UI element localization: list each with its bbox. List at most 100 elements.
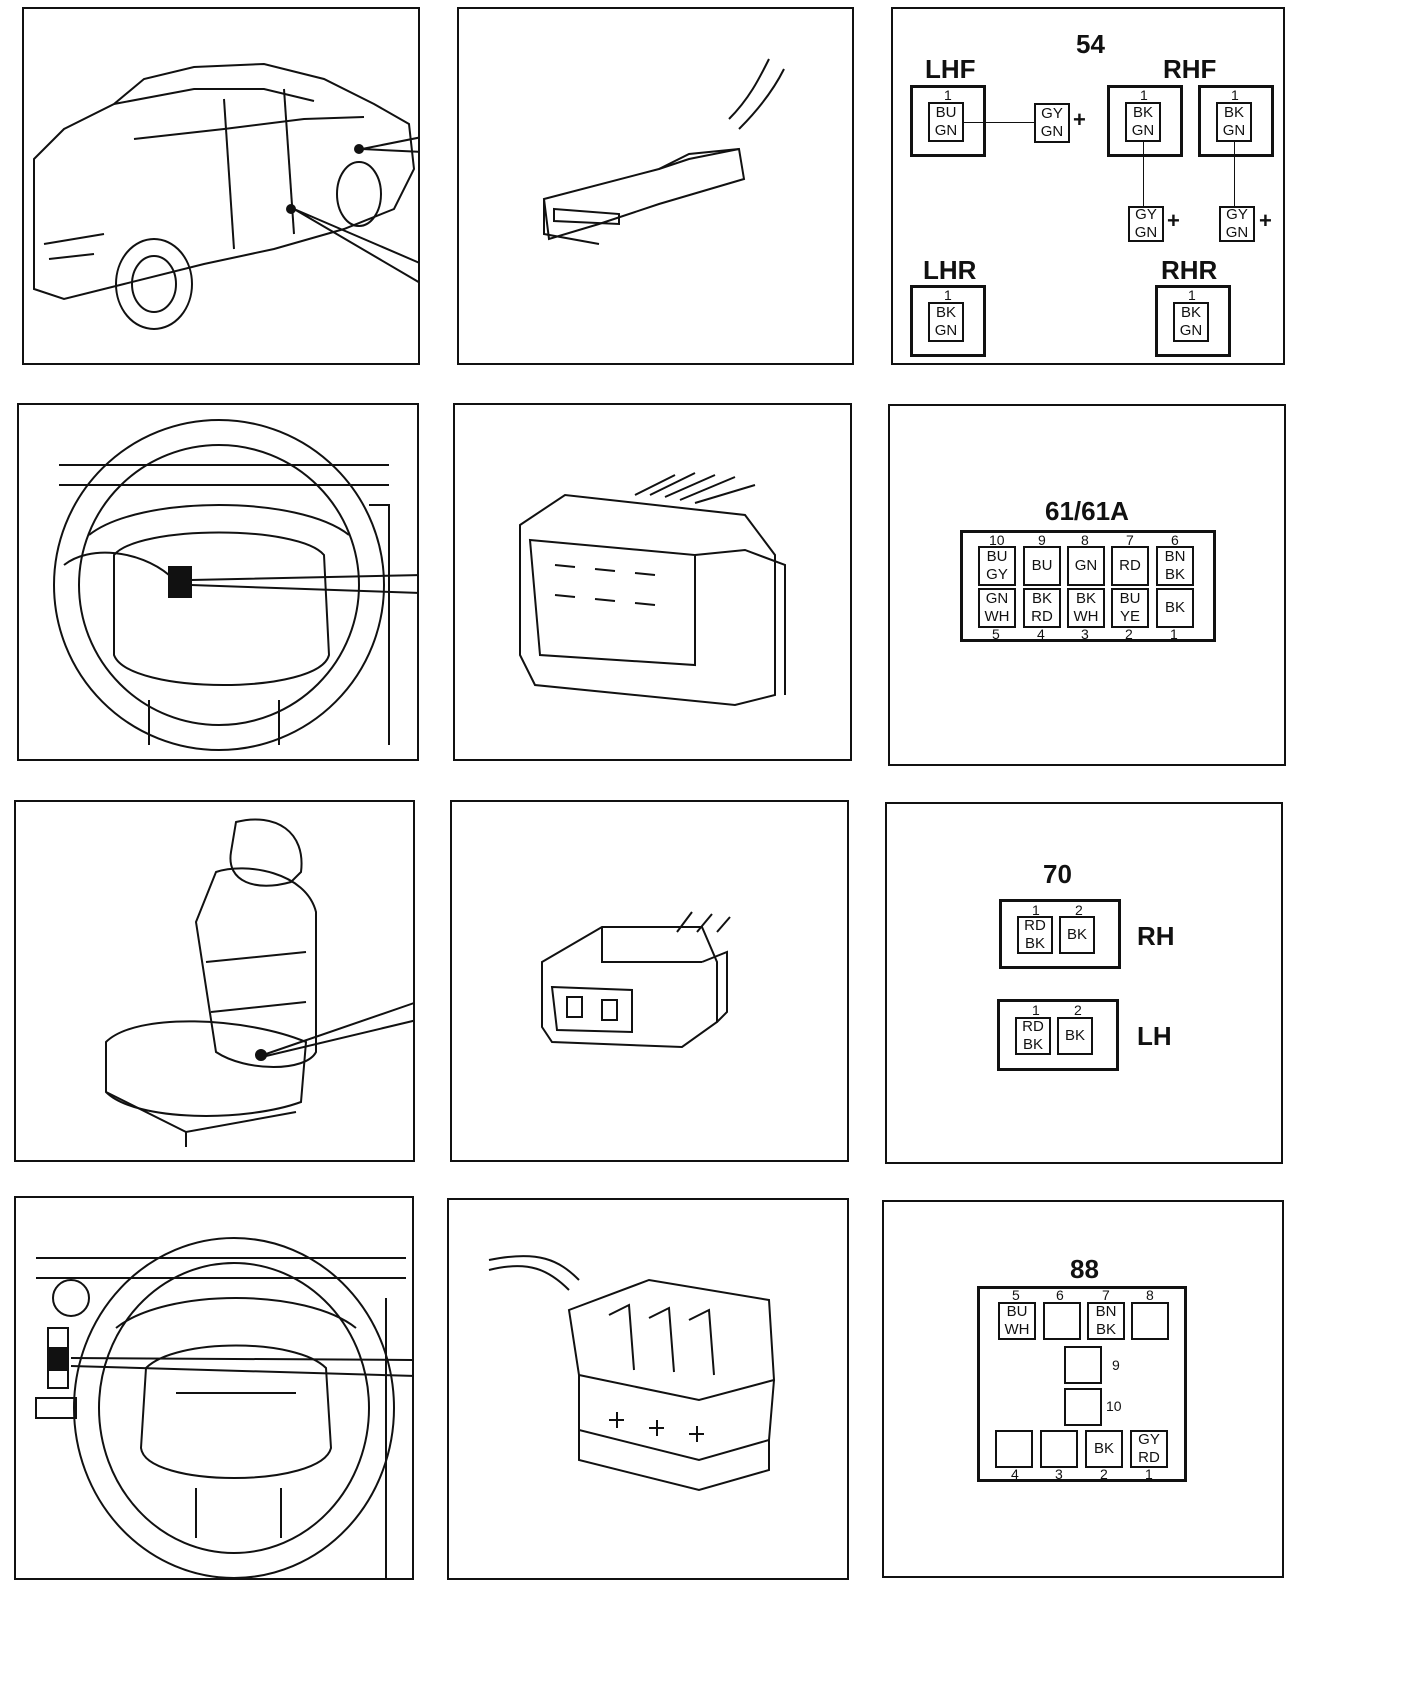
pin-number: 1 bbox=[944, 87, 952, 103]
pin-number: 7 bbox=[1102, 1287, 1110, 1303]
dashboard-connector-panel bbox=[447, 1198, 849, 1580]
pin-number: 1 bbox=[1140, 87, 1148, 103]
pin-2-cell: BK bbox=[1085, 1430, 1123, 1468]
pin-number: 1 bbox=[1032, 902, 1040, 918]
pin-number: 6 bbox=[1171, 532, 1179, 548]
pin-cell: BK bbox=[1059, 916, 1095, 954]
pin-number: 2 bbox=[1074, 1002, 1082, 1018]
seat-illustration bbox=[105, 818, 413, 1147]
pin-number: 8 bbox=[1146, 1287, 1154, 1303]
wire-line bbox=[964, 122, 1034, 123]
lhf-connector bbox=[910, 85, 986, 157]
lhf-label: LHF bbox=[925, 54, 976, 84]
pin-cell: BK bbox=[1057, 1017, 1093, 1055]
pin-8-cell bbox=[1131, 1302, 1169, 1340]
rhf-connector-b bbox=[1198, 85, 1274, 157]
connector-title: 88 bbox=[1070, 1254, 1099, 1284]
car-door-location-panel bbox=[22, 7, 420, 365]
rhf-connector-a bbox=[1107, 85, 1183, 157]
rhf-label: RHF bbox=[1163, 54, 1217, 84]
connector-title: 54 bbox=[1076, 29, 1105, 59]
two-pin-connector-drawing bbox=[541, 911, 731, 1049]
lhr-label: LHR bbox=[923, 255, 977, 285]
steering-wheel-location-panel bbox=[17, 403, 419, 761]
steering-wheel-illustration bbox=[53, 419, 417, 751]
pin-number: 3 bbox=[1081, 626, 1089, 642]
connector-title: 70 bbox=[1043, 859, 1072, 889]
pin-number: 10 bbox=[989, 532, 1005, 548]
pin-number: 9 bbox=[1038, 532, 1046, 548]
steering-connector-panel bbox=[453, 403, 852, 761]
plus-sign: + bbox=[1073, 107, 1086, 132]
connector-title: 61/61A bbox=[1045, 496, 1129, 526]
single-pin-connector-drawing bbox=[542, 58, 785, 245]
pin-cell: BU bbox=[1023, 546, 1061, 586]
pin-number: 3 bbox=[1055, 1466, 1063, 1482]
stacked-connector-drawing bbox=[488, 1255, 776, 1492]
pin-number: 1 bbox=[1032, 1002, 1040, 1018]
rh-label: RH bbox=[1137, 921, 1175, 951]
dashboard-location-panel bbox=[14, 1196, 414, 1580]
pin-number: 4 bbox=[1037, 626, 1045, 642]
pin-cell: BK bbox=[1156, 588, 1194, 628]
pin-number: 6 bbox=[1056, 1287, 1064, 1303]
pin-number: 5 bbox=[992, 626, 1000, 642]
pin-number: 1 bbox=[1170, 626, 1178, 642]
wire-line bbox=[1143, 142, 1144, 207]
pin-number: 1 bbox=[1231, 87, 1239, 103]
pin-number: 2 bbox=[1100, 1466, 1108, 1482]
wire-line bbox=[1234, 142, 1235, 207]
pin-cell: RD bbox=[1111, 546, 1149, 586]
rhr-label: RHR bbox=[1161, 255, 1218, 285]
multi-pin-connector-drawing bbox=[519, 472, 786, 707]
dashboard-steering-illustration bbox=[35, 1237, 412, 1578]
pin-cell: GN bbox=[1067, 546, 1105, 586]
plus-sign: + bbox=[1259, 208, 1272, 233]
seat-connector-panel bbox=[450, 800, 849, 1162]
pin-number: 8 bbox=[1081, 532, 1089, 548]
plus-sign: + bbox=[1167, 208, 1180, 233]
seat-location-panel bbox=[14, 800, 415, 1162]
pin-number: 4 bbox=[1011, 1466, 1019, 1482]
pin-number: 1 bbox=[1145, 1466, 1153, 1482]
pin-number: 1 bbox=[944, 287, 952, 303]
pin-6-cell bbox=[1043, 1302, 1081, 1340]
pin-3-cell bbox=[1040, 1430, 1078, 1468]
car-illustration bbox=[33, 62, 418, 330]
pin-4-cell bbox=[995, 1430, 1033, 1468]
lh-label: LH bbox=[1137, 1021, 1172, 1051]
pin-number: 5 bbox=[1012, 1287, 1020, 1303]
pin-number: 9 bbox=[1112, 1357, 1120, 1373]
pin-9-cell bbox=[1064, 1346, 1102, 1384]
door-contact-connector-panel bbox=[457, 7, 854, 365]
pin-number: 2 bbox=[1125, 626, 1133, 642]
pin-number: 7 bbox=[1126, 532, 1134, 548]
pin-number: 10 bbox=[1106, 1398, 1122, 1414]
pin-number: 1 bbox=[1188, 287, 1196, 303]
pin-10-cell bbox=[1064, 1388, 1102, 1426]
pin-number: 2 bbox=[1075, 902, 1083, 918]
